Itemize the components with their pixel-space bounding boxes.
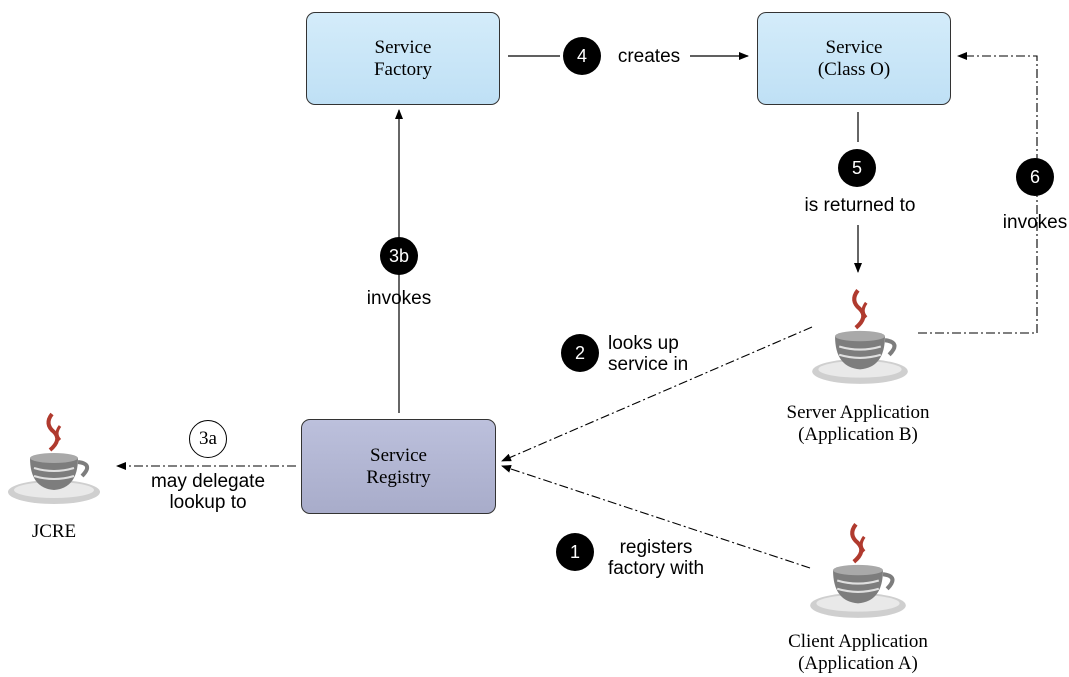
java-cup-icon xyxy=(810,523,906,618)
step-label-5: is returned to xyxy=(790,195,930,216)
label-line: invokes xyxy=(366,288,432,309)
arrow-2 xyxy=(501,326,813,462)
box-line: Service xyxy=(825,36,883,58)
app-label-line: Server Application xyxy=(786,402,930,423)
step-badge-2: 2 xyxy=(561,334,599,372)
label-line: lookup to xyxy=(169,492,247,513)
box-line: Factory xyxy=(373,58,433,80)
java-cup-icon xyxy=(8,412,100,504)
step-label-6: invokes xyxy=(997,212,1069,233)
arrow-1 xyxy=(501,465,811,569)
label-line: service in xyxy=(608,354,689,375)
service-registry-box: Service Registry xyxy=(301,419,496,514)
step-badge-3b: 3b xyxy=(380,237,418,275)
server-application-label: Server Application (Application B) xyxy=(768,402,948,446)
step-label-1: registers factory with xyxy=(596,537,716,579)
box-line: Service xyxy=(374,36,432,58)
step-badge-4: 4 xyxy=(563,37,601,75)
label-line: invokes xyxy=(1002,212,1068,233)
box-line: (Class O) xyxy=(817,58,891,80)
label-line: is returned to xyxy=(804,195,916,216)
label-line: registers xyxy=(619,537,693,558)
label-line: looks up xyxy=(608,333,679,354)
service-factory-box: Service Factory xyxy=(306,12,500,105)
java-cup-icon xyxy=(812,289,908,384)
app-label-line: (Application B) xyxy=(798,424,918,445)
service-class-box: Service (Class O) xyxy=(757,12,951,105)
step-badge-5: 5 xyxy=(838,149,876,187)
jcre-label: JCRE xyxy=(4,521,104,543)
step-label-4: creates xyxy=(612,46,686,67)
app-label-line: Client Application xyxy=(788,631,928,652)
step-label-3a: may delegate lookup to xyxy=(144,471,272,513)
app-label-line: (Application A) xyxy=(798,653,918,674)
step-badge-6: 6 xyxy=(1016,158,1054,196)
step-label-3b: invokes xyxy=(361,288,437,309)
label-line: may delegate xyxy=(150,471,266,492)
label-line: creates xyxy=(617,46,681,67)
box-line: Registry xyxy=(366,466,431,488)
step-label-2: looks up service in xyxy=(608,333,708,375)
box-line: Service xyxy=(370,444,427,466)
step-badge-1: 1 xyxy=(556,533,594,571)
step-badge-3a: 3a xyxy=(189,420,227,458)
client-application-label: Client Application (Application A) xyxy=(768,631,948,675)
label-line: factory with xyxy=(607,558,705,579)
app-label-line: JCRE xyxy=(31,521,77,542)
